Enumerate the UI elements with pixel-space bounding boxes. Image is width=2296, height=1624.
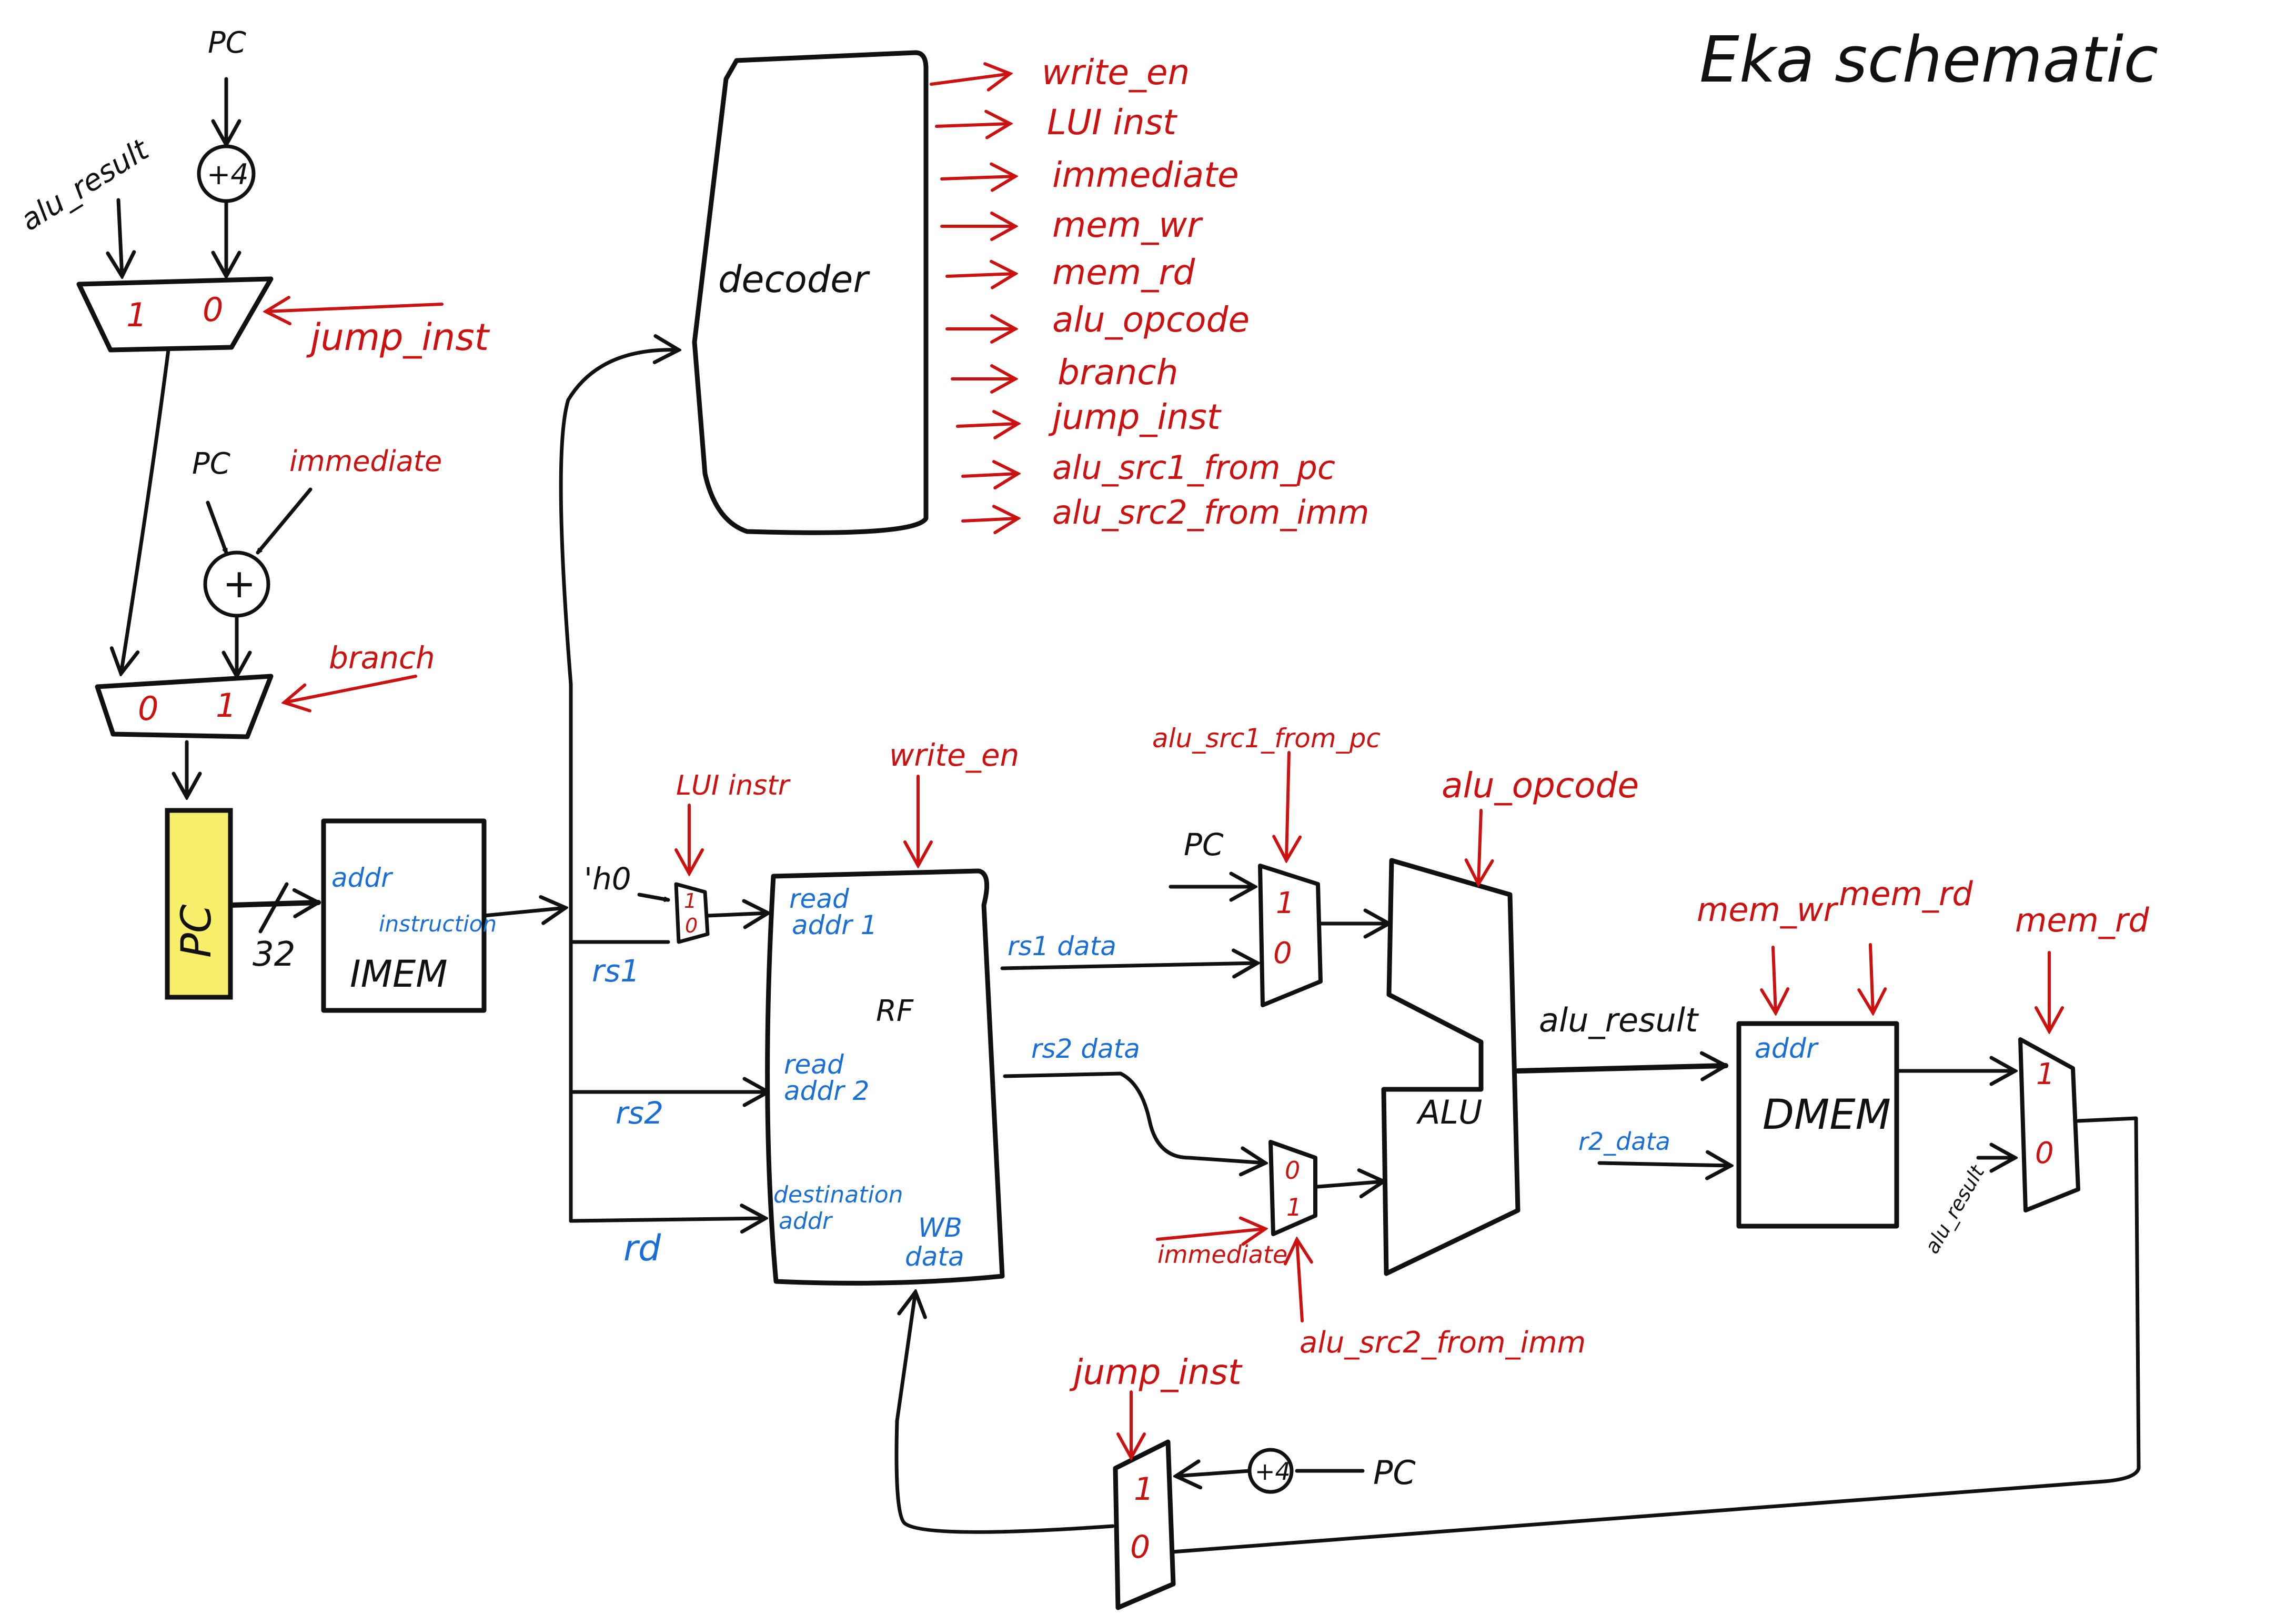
- lui-mux-in0: 0: [685, 914, 698, 937]
- src2-mux-in0: 0: [1285, 1156, 1300, 1185]
- src2-mux-select-label: alu_src2_from_imm: [1300, 1326, 1586, 1360]
- alu-block: [1381, 858, 1520, 1276]
- wb-mux: [2018, 1037, 2080, 1212]
- lui-mux-select-label: LUI instr: [676, 770, 791, 801]
- decoder-out-branch: branch: [1058, 352, 1178, 393]
- imem-instruction-label: instruction: [379, 911, 497, 937]
- alu-label: ALU: [1416, 1093, 1482, 1131]
- branch-mux-in0: 0: [138, 689, 158, 728]
- decoder-out-mem-wr: mem_wr: [1052, 205, 1203, 245]
- decoder-out-alu-src2: alu_src2_from_imm: [1052, 493, 1369, 532]
- link-plus4-label: +4: [1255, 1457, 1291, 1486]
- rf-read-addr1-l1: read: [789, 884, 849, 914]
- pc-plus4-label: +4: [207, 158, 249, 191]
- dmem-rd-label: mem_rd: [1839, 875, 1973, 913]
- link-mux-select-label: jump_inst: [1069, 1352, 1243, 1392]
- src1-mux-in0: 0: [1273, 936, 1292, 970]
- jump-mux-select-label: jump_inst: [306, 316, 490, 359]
- rs2-data-label: rs2 data: [1031, 1034, 1140, 1064]
- rf-wb-data-l2: data: [905, 1241, 964, 1272]
- wb-mux-in1: 1: [2036, 1057, 2055, 1091]
- lui-mux: [674, 882, 710, 944]
- link-mux-pc-label: PC: [1373, 1453, 1416, 1492]
- src2-mux-in1: 1: [1286, 1193, 1302, 1221]
- alu-src1-mux: [1258, 864, 1323, 1007]
- jump-mux-in1: 1: [126, 296, 147, 334]
- decoder-out-immediate: immediate: [1052, 155, 1239, 195]
- alu-result-label: alu_result: [1539, 1001, 1699, 1039]
- lui-mux-in1: 1: [684, 889, 697, 913]
- pc-register-label: PC: [173, 904, 220, 958]
- src1-mux-in1: 1: [1276, 886, 1295, 920]
- rf-label: RF: [876, 994, 914, 1028]
- pc-bus-width: 32: [253, 935, 295, 974]
- register-file: [765, 868, 1005, 1286]
- diagram-title: Eka schematic: [1699, 24, 2158, 97]
- rd-label: rd: [623, 1228, 661, 1269]
- rf-dest-addr-l1: destination: [773, 1181, 903, 1208]
- dmem-block: [1736, 1021, 1899, 1229]
- jump-mux: [76, 276, 274, 353]
- wb-mux-alu-result-label: alu_result: [1920, 1160, 1990, 1257]
- decoder-block: [692, 50, 929, 535]
- decoder-out-alu-src1: alu_src1_from_pc: [1052, 448, 1335, 487]
- rf-wb-data-l1: WB: [918, 1212, 962, 1243]
- decoder-out-jump-inst: jump_inst: [1048, 397, 1222, 437]
- dmem-r2-data-label: r2_data: [1578, 1127, 1670, 1156]
- rf-dest-addr-l2: addr: [779, 1208, 833, 1235]
- rf-read-addr2-l2: addr 2: [784, 1076, 869, 1106]
- src1-mux-pc-label: PC: [1184, 827, 1224, 863]
- imem-addr-label: addr: [331, 863, 394, 893]
- jump-mux-in0: 0: [203, 290, 223, 329]
- jump-mux-alu-result-label: alu_result: [15, 132, 156, 238]
- alu-opcode-label: alu_opcode: [1442, 765, 1639, 806]
- rf-write-en-label: write_en: [889, 737, 1019, 773]
- link-mux-in1: 1: [1134, 1471, 1154, 1508]
- src1-mux-select-label: alu_src1_from_pc: [1152, 723, 1381, 754]
- rf-read-addr2-l1: read: [784, 1049, 844, 1080]
- src2-mux-imm-label: immediate: [1157, 1240, 1287, 1269]
- rs1-label: rs1: [592, 953, 640, 989]
- branch-mux-imm-label: immediate: [289, 445, 442, 478]
- decoder-out-mem-rd: mem_rd: [1052, 252, 1195, 293]
- link-mux-in0: 0: [1130, 1529, 1150, 1566]
- decoder-label: decoder: [718, 258, 870, 301]
- dmem-wr-label: mem_wr: [1697, 890, 1839, 929]
- imem-label: IMEM: [350, 953, 448, 996]
- branch-mux: [95, 674, 274, 739]
- decoder-out-alu-opcode: alu_opcode: [1052, 299, 1250, 340]
- rs2-label: rs2: [616, 1095, 663, 1131]
- jump-mux-pc-label: PC: [208, 26, 246, 60]
- decoder-out-lui-inst: LUI inst: [1047, 102, 1177, 143]
- branch-mux-select-label: branch: [329, 640, 435, 676]
- pc-register: [165, 808, 233, 1000]
- dmem-label: DMEM: [1763, 1091, 1891, 1139]
- branch-mux-pc-label: PC: [192, 447, 230, 481]
- lui-mux-const: 'h0: [584, 861, 631, 897]
- branch-mux-in1: 1: [216, 686, 236, 725]
- dmem-addr-label: addr: [1755, 1033, 1819, 1065]
- rs1-data-label: rs1 data: [1008, 931, 1116, 961]
- decoder-out-write-en: write_en: [1042, 52, 1190, 93]
- rf-read-addr1-l2: addr 1: [792, 910, 877, 940]
- alu-src2-mux: [1268, 1140, 1317, 1236]
- decoder-outputs: [930, 74, 1018, 521]
- wb-mux-select-label: mem_rd: [2015, 901, 2149, 939]
- link-mux: [1113, 1439, 1176, 1610]
- wb-mux-in0: 0: [2035, 1136, 2054, 1170]
- branch-adder-label: +: [223, 560, 256, 607]
